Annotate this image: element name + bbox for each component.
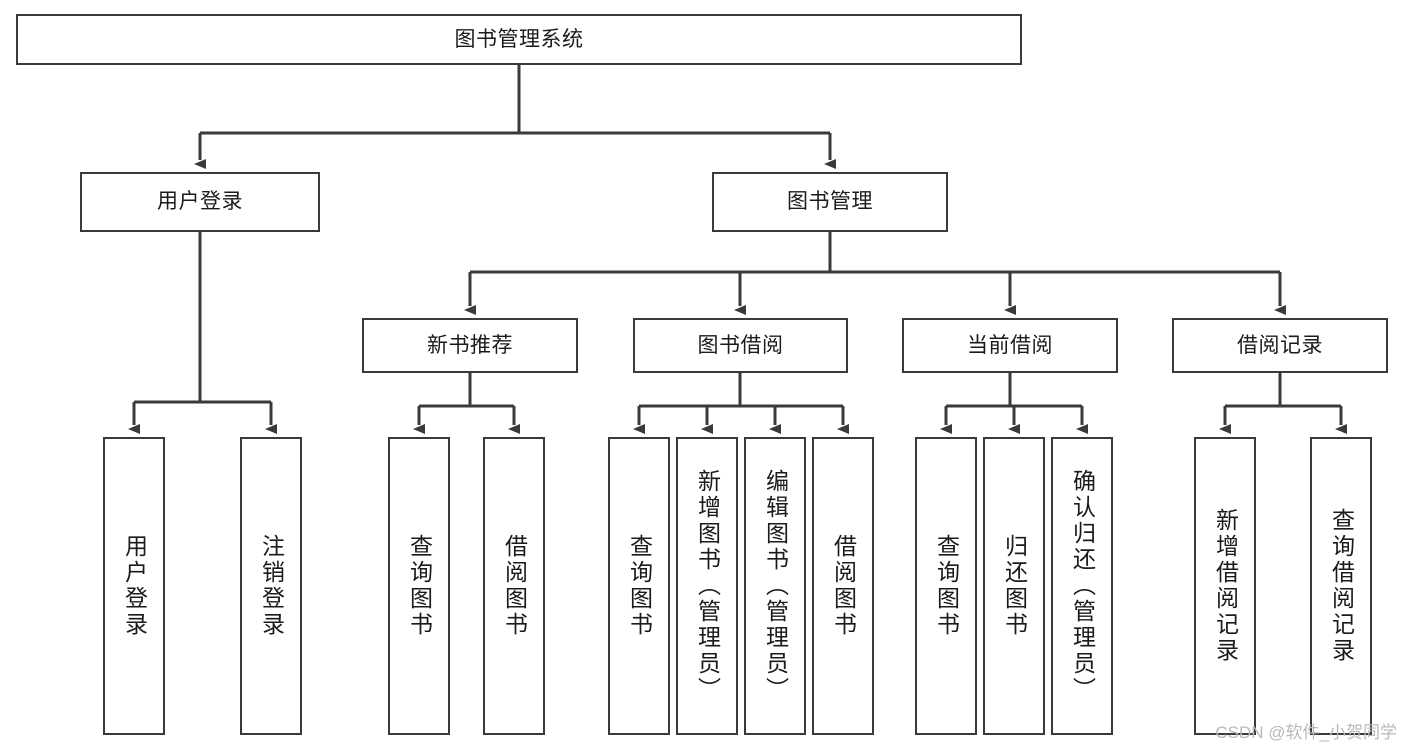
node-label: 图书借阅 <box>697 333 784 357</box>
node-label: 归还图书 <box>1001 534 1028 638</box>
node-leaf-query-borrow-record[interactable]: 查询借阅记录 <box>1310 437 1372 735</box>
node-leaf-confirm-return-admin[interactable]: 确认归还（管理员） <box>1051 437 1113 735</box>
node-borrowing-records[interactable]: 借阅记录 <box>1172 318 1388 373</box>
node-book-borrowing[interactable]: 图书借阅 <box>633 318 848 373</box>
node-label: 图书管理系统 <box>454 27 584 51</box>
node-label: 注销登录 <box>258 534 285 638</box>
node-label: 用户登录 <box>157 190 243 214</box>
node-label: 新增图书（管理员） <box>694 469 721 703</box>
node-label: 查询图书 <box>933 534 960 638</box>
node-new-book-recommendation[interactable]: 新书推荐 <box>362 318 578 373</box>
node-leaf-edit-book-admin[interactable]: 编辑图书（管理员） <box>744 437 806 735</box>
node-leaf-return-book[interactable]: 归还图书 <box>983 437 1045 735</box>
node-book-management-system[interactable]: 图书管理系统 <box>16 14 1022 65</box>
node-label: 确认归还（管理员） <box>1069 469 1096 703</box>
node-leaf-query-book-rec[interactable]: 查询图书 <box>388 437 450 735</box>
node-current-borrowing[interactable]: 当前借阅 <box>902 318 1118 373</box>
node-label: 新增借阅记录 <box>1212 508 1239 664</box>
node-label: 当前借阅 <box>967 333 1053 357</box>
node-leaf-borrow-book-rec[interactable]: 借阅图书 <box>483 437 545 735</box>
node-leaf-add-borrow-record[interactable]: 新增借阅记录 <box>1194 437 1256 735</box>
node-label: 用户登录 <box>121 534 148 638</box>
node-leaf-add-book-admin[interactable]: 新增图书（管理员） <box>676 437 738 735</box>
node-book-management[interactable]: 图书管理 <box>712 172 948 232</box>
node-label: 新书推荐 <box>427 333 513 357</box>
node-label: 图书管理 <box>787 190 873 214</box>
node-leaf-borrow-book[interactable]: 借阅图书 <box>812 437 874 735</box>
csdn-watermark: CSDN @软件_小贺同学 <box>1215 723 1397 742</box>
node-leaf-query-book-borrow[interactable]: 查询图书 <box>608 437 670 735</box>
node-user-login[interactable]: 用户登录 <box>80 172 320 232</box>
node-label: 编辑图书（管理员） <box>762 469 789 703</box>
node-label: 借阅图书 <box>501 534 528 638</box>
node-label: 借阅图书 <box>830 534 857 638</box>
node-leaf-query-book-current[interactable]: 查询图书 <box>915 437 977 735</box>
node-label: 查询借阅记录 <box>1328 508 1355 664</box>
node-label: 借阅记录 <box>1237 333 1323 357</box>
node-label: 查询图书 <box>626 534 653 638</box>
node-leaf-user-login[interactable]: 用户登录 <box>103 437 165 735</box>
node-label: 查询图书 <box>406 534 433 638</box>
node-leaf-logout[interactable]: 注销登录 <box>240 437 302 735</box>
